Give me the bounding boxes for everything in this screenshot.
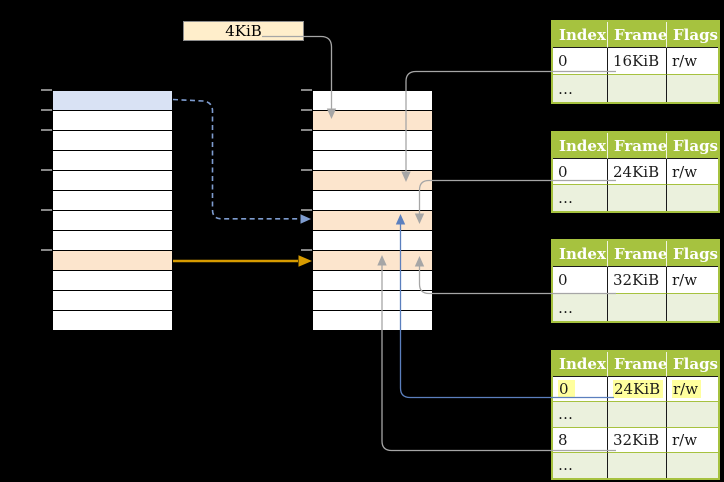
memory-cell xyxy=(313,211,432,231)
memory-cell xyxy=(313,251,432,271)
table-cell: 32KiB xyxy=(608,427,667,453)
page-size-label: 4KiB xyxy=(183,21,304,41)
memory-cell xyxy=(313,271,432,291)
address-tick xyxy=(41,209,52,211)
virtual-page-column xyxy=(52,90,173,331)
memory-cell xyxy=(53,171,172,191)
table-cell: … xyxy=(553,452,608,478)
column-header-frame: Frame xyxy=(608,241,667,267)
column-header-flags: Flags xyxy=(667,133,718,159)
address-tick xyxy=(301,109,312,111)
table-cell: 24KiB xyxy=(608,159,667,185)
memory-cell xyxy=(53,311,172,330)
table-cell xyxy=(667,452,718,478)
address-tick xyxy=(301,249,312,251)
memory-cell xyxy=(313,171,432,191)
column-header-index: Index xyxy=(553,133,608,159)
memory-cell xyxy=(313,91,432,111)
column-header-index: Index xyxy=(553,352,608,377)
table-cell: 0 xyxy=(553,377,608,403)
table-cell: r/w xyxy=(667,267,718,294)
table-cell xyxy=(608,75,667,102)
memory-cell xyxy=(53,211,172,231)
table-cell: 8 xyxy=(553,427,608,453)
memory-cell xyxy=(53,231,172,251)
address-tick xyxy=(301,89,312,91)
table-cell xyxy=(667,402,718,428)
memory-cell xyxy=(53,151,172,171)
address-tick xyxy=(41,169,52,171)
column-header-frame: Frame xyxy=(608,352,667,377)
address-tick xyxy=(41,109,52,111)
address-tick xyxy=(41,89,52,91)
memory-cell xyxy=(53,131,172,151)
arrow-dashed-bluecell-to-row7 xyxy=(172,98,311,224)
column-header-flags: Flags xyxy=(667,241,718,267)
memory-cell xyxy=(53,251,172,271)
table-cell: 0 xyxy=(553,267,608,294)
column-header-index: Index xyxy=(553,241,608,267)
table-cell xyxy=(608,452,667,478)
table-cell xyxy=(667,294,718,321)
table-cell xyxy=(608,402,667,428)
left-address-ticks xyxy=(41,89,53,330)
column-header-frame: Frame xyxy=(608,22,667,48)
table-cell xyxy=(667,185,718,211)
table-cell: … xyxy=(553,75,608,102)
table-cell: 16KiB xyxy=(608,48,667,75)
table-cell: 0 xyxy=(553,159,608,185)
highlighted-value: 0 xyxy=(558,380,575,399)
table-cell: r/w xyxy=(667,159,718,185)
table-cell xyxy=(667,75,718,102)
column-header-frame: Frame xyxy=(608,133,667,159)
table-cell: 24KiB xyxy=(608,377,667,403)
column-header-flags: Flags xyxy=(667,22,718,48)
memory-cell xyxy=(313,291,432,311)
memory-cell xyxy=(53,111,172,131)
table-cell xyxy=(608,185,667,211)
table-cell xyxy=(608,294,667,321)
memory-cell xyxy=(53,191,172,211)
memory-cell xyxy=(53,91,172,111)
table-cell: r/w xyxy=(667,377,718,403)
highlighted-value: 24KiB xyxy=(613,380,664,399)
middle-address-ticks xyxy=(301,89,313,330)
address-tick xyxy=(41,129,52,131)
memory-cell xyxy=(313,131,432,151)
table-cell: … xyxy=(553,185,608,211)
column-header-index: Index xyxy=(553,22,608,48)
table-cell: r/w xyxy=(667,48,718,75)
memory-cell xyxy=(53,271,172,291)
highlighted-value: r/w xyxy=(672,380,702,399)
middle-page-column xyxy=(312,90,433,331)
memory-cell xyxy=(313,311,432,330)
arrow-gold-orangecell-to-row9 xyxy=(173,255,312,267)
column-header-flags: Flags xyxy=(667,352,718,377)
table-cell: … xyxy=(553,294,608,321)
address-tick xyxy=(301,129,312,131)
address-tick xyxy=(301,169,312,171)
table-cell: 0 xyxy=(553,48,608,75)
address-tick xyxy=(301,209,312,211)
table-cell: 32KiB xyxy=(608,267,667,294)
memory-cell xyxy=(313,111,432,131)
memory-cell xyxy=(313,231,432,251)
table-cell: r/w xyxy=(667,427,718,453)
memory-cell xyxy=(313,151,432,171)
address-tick xyxy=(41,249,52,251)
table-cell: … xyxy=(553,402,608,428)
memory-cell xyxy=(313,191,432,211)
memory-cell xyxy=(53,291,172,311)
